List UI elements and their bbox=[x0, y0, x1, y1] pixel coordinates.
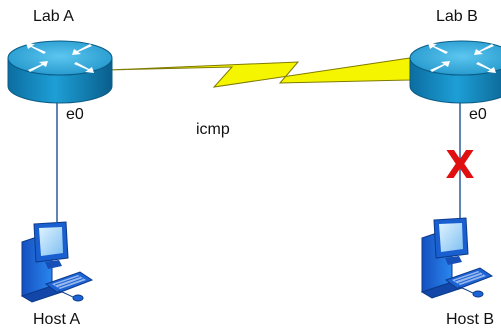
interface-label-lab-b: e0 bbox=[469, 106, 487, 124]
link-protocol-label: icmp bbox=[196, 121, 230, 139]
router-icon[interactable] bbox=[410, 41, 501, 103]
router-icon[interactable] bbox=[8, 41, 112, 103]
router-label-lab-b: Lab B bbox=[436, 8, 478, 26]
serial-lightning-icon bbox=[108, 58, 410, 87]
router-label-lab-a: Lab A bbox=[33, 8, 74, 26]
desktop-computer-icon[interactable] bbox=[422, 218, 492, 298]
link-failure-mark: X bbox=[445, 146, 475, 184]
host-label-a: Host A bbox=[33, 311, 80, 329]
host-label-b: Host B bbox=[446, 311, 494, 329]
desktop-computer-icon[interactable] bbox=[22, 222, 92, 302]
interface-label-lab-a: e0 bbox=[66, 106, 84, 124]
